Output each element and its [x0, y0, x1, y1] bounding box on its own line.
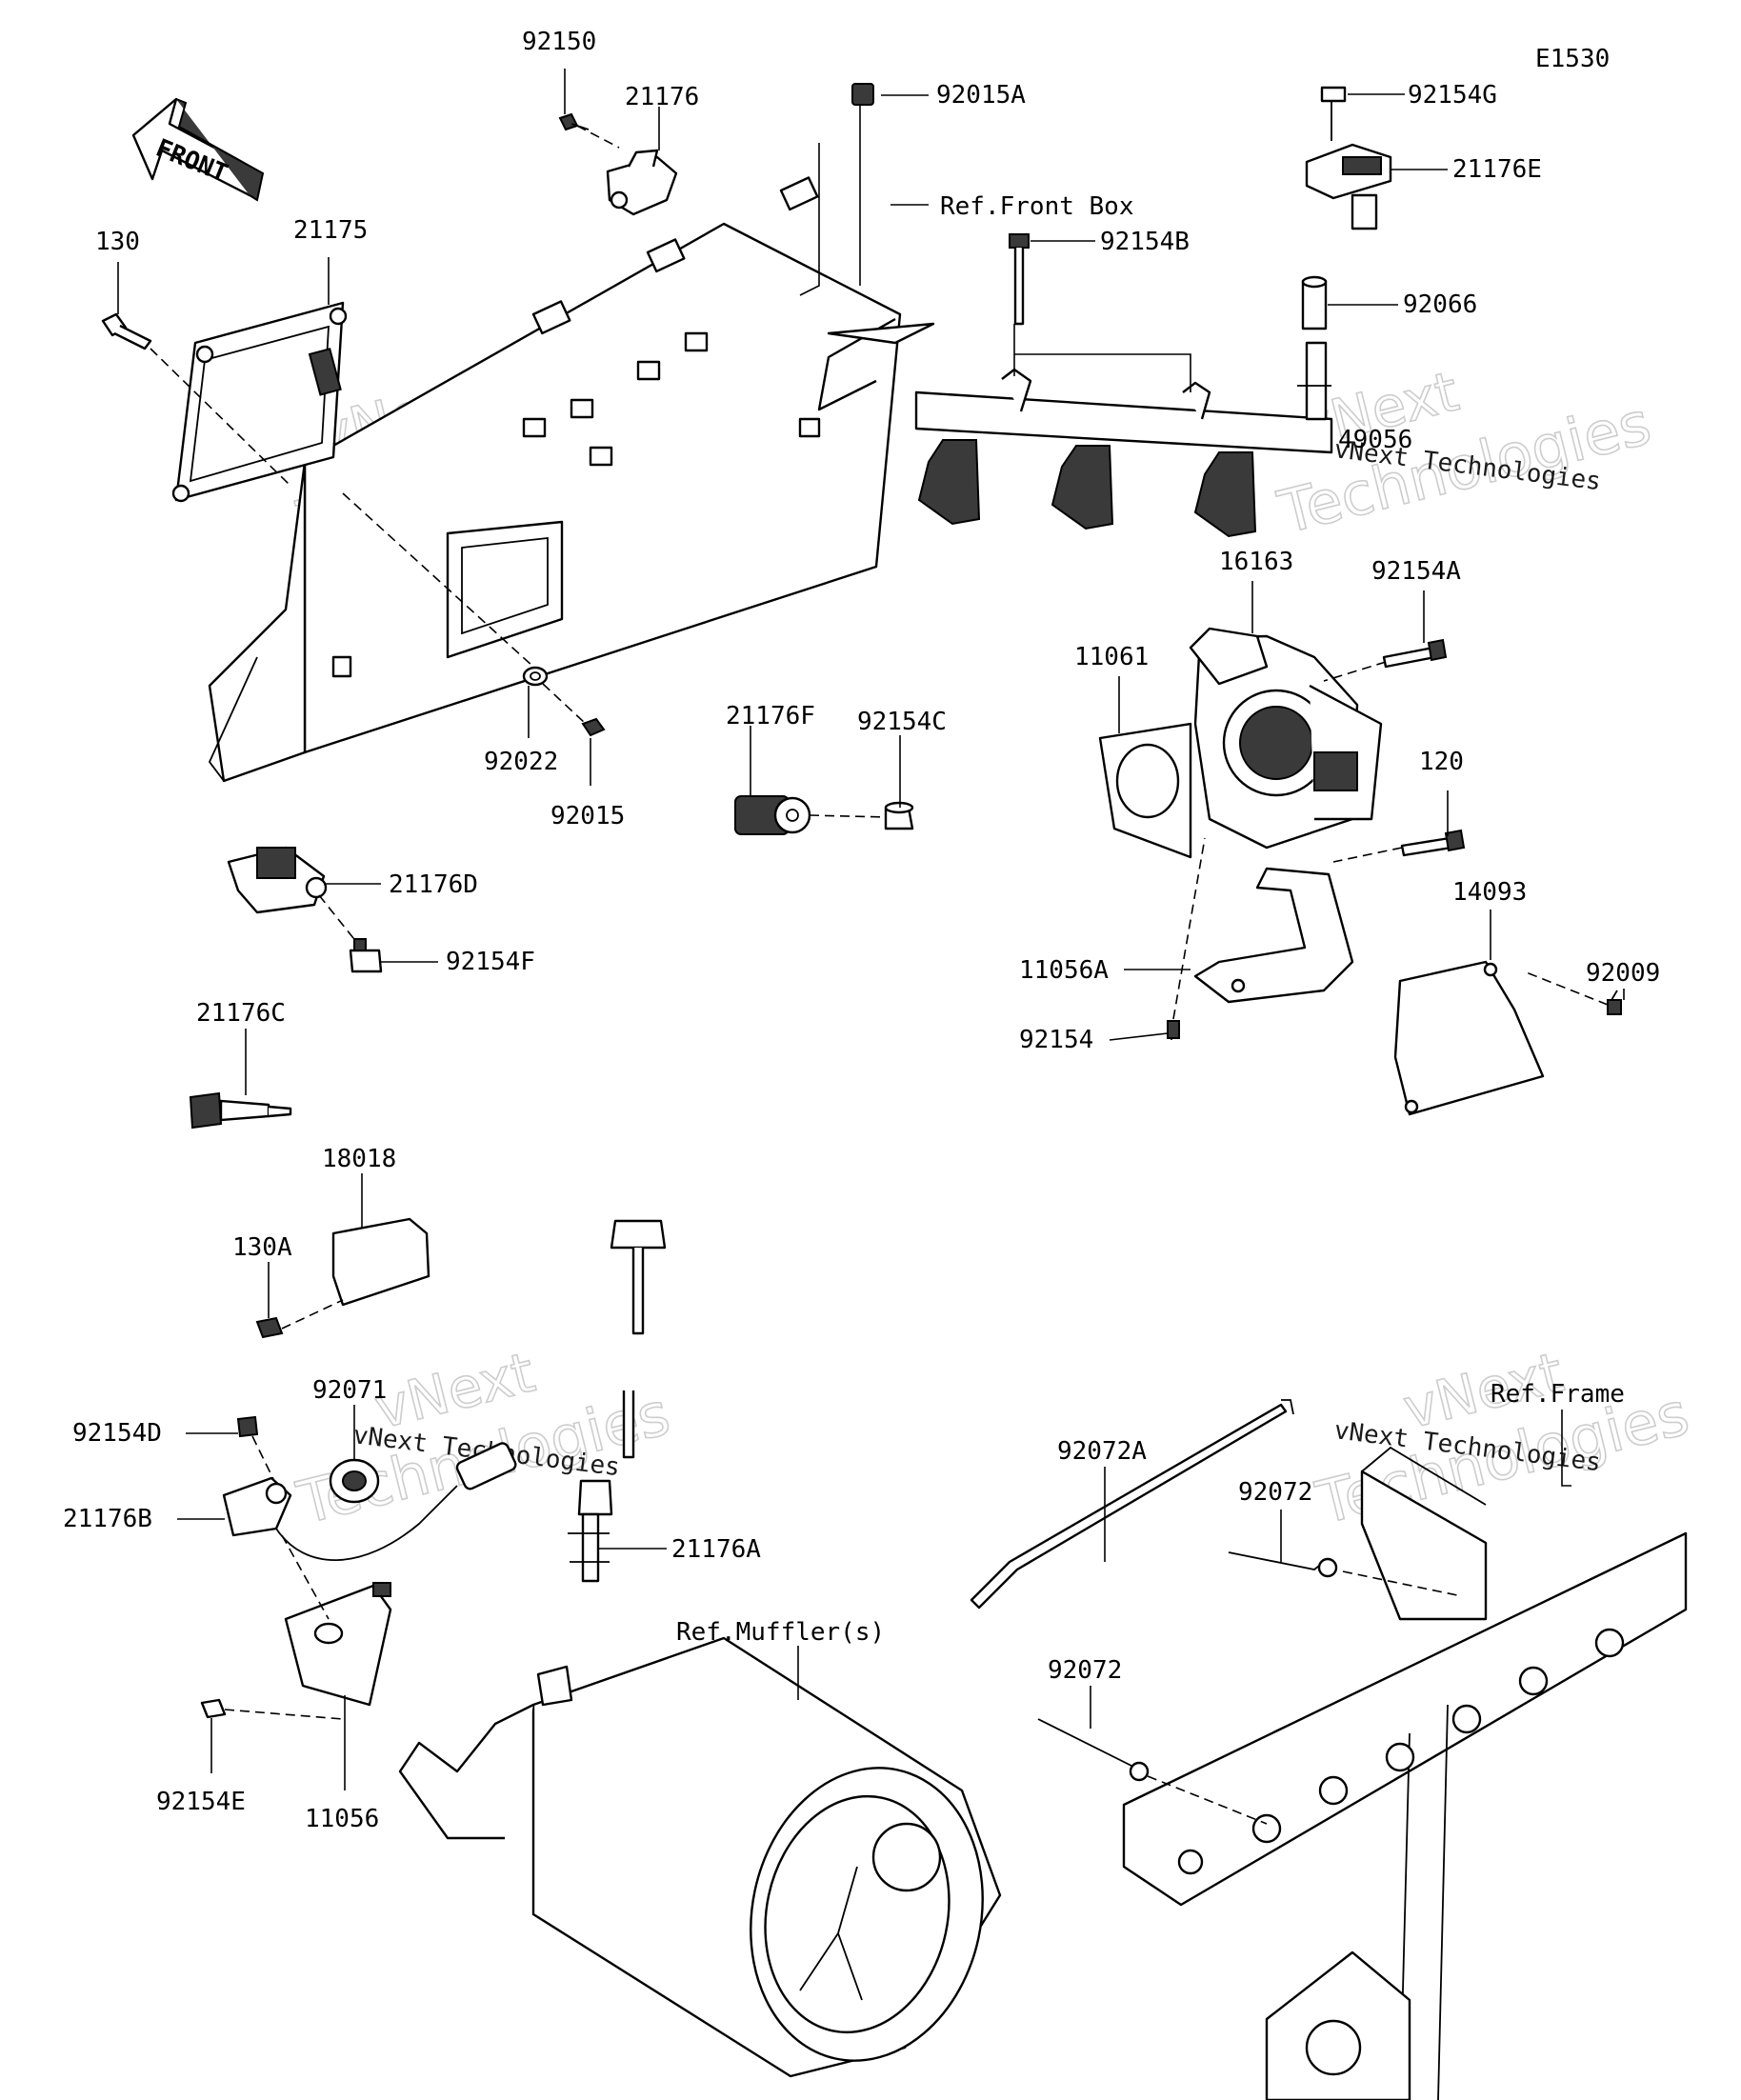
cable-tie-92072A — [970, 1399, 1294, 1610]
sensor-21176A — [568, 1219, 667, 1583]
cap-92066 — [1301, 275, 1328, 330]
bolt-130 — [101, 312, 152, 350]
part-label: 92154F — [446, 948, 535, 976]
ecu-21175 — [171, 301, 348, 503]
bolt-92150 — [558, 112, 590, 131]
sensor-21176C — [189, 1091, 292, 1130]
part-label: 130A — [232, 1233, 292, 1262]
part-label: 21176A — [671, 1535, 761, 1564]
leader-lines — [117, 69, 1625, 1825]
part-label: 11056 — [305, 1805, 379, 1833]
part-label: 92072A — [1057, 1437, 1147, 1466]
part-label: 21176 — [625, 83, 699, 111]
part-label: 21176C — [196, 999, 286, 1028]
frame — [1122, 1446, 1688, 2100]
part-label: 92154D — [72, 1419, 162, 1448]
part-label: 92150 — [522, 28, 596, 56]
part-label: 92071 — [312, 1376, 387, 1405]
fuel-rail-49056 — [914, 341, 1333, 538]
bolt-92154 — [1167, 1020, 1180, 1039]
part-labels: 92150 21176 92015A 92154G 21176E 92154B … — [63, 28, 1660, 1833]
part-label: 92154 — [1019, 1026, 1093, 1054]
sensor-21176B — [222, 1442, 517, 1562]
sensor-21176E — [1305, 143, 1392, 230]
diagram-code: E1530 — [1535, 45, 1610, 73]
bolt-92154A — [1382, 638, 1448, 669]
ref-front-box-label: Ref.Front Box — [940, 192, 1134, 221]
bolt-92009 — [1607, 990, 1622, 1015]
part-label: 130 — [95, 228, 140, 256]
bolt-92154E — [200, 1698, 227, 1719]
bracket-11056 — [284, 1582, 392, 1707]
bolt-120 — [1400, 829, 1466, 857]
part-label: 21176D — [389, 870, 478, 899]
bolt-92154C — [884, 801, 914, 830]
part-label: 21176E — [1452, 155, 1542, 184]
muffler — [398, 1636, 1002, 2078]
part-label: 92072 — [1048, 1656, 1122, 1685]
part-label: 49056 — [1338, 426, 1412, 454]
cover-14093 — [1393, 960, 1545, 1116]
gasket-11061 — [1098, 722, 1192, 859]
front-arrow-icon: FRONT — [131, 97, 265, 202]
part-label: 92022 — [484, 748, 558, 776]
nut-92015 — [581, 717, 606, 737]
front-box — [208, 176, 935, 783]
bolt-130A — [255, 1316, 284, 1339]
part-label: 18018 — [322, 1145, 396, 1173]
sensor-21176F — [734, 795, 811, 835]
part-label: 21176B — [63, 1505, 152, 1533]
part-label: 92154C — [857, 708, 947, 736]
sensor-21176 — [606, 149, 678, 216]
ref-muffler-label: Ref.Muffler(s) — [676, 1618, 885, 1647]
part-label: 92154A — [1371, 557, 1461, 586]
part-label: 120 — [1419, 748, 1464, 776]
clip-92015A — [851, 83, 874, 106]
part-label: 16163 — [1219, 548, 1293, 576]
bolt-92154D — [236, 1415, 259, 1438]
part-label: 92072 — [1238, 1478, 1312, 1507]
bolt-92154F — [349, 938, 383, 973]
grommet-92071 — [329, 1458, 380, 1504]
part-label: 92154B — [1100, 228, 1190, 256]
ref-frame-label: Ref.Frame — [1491, 1380, 1625, 1409]
cable-tie-92072 — [1037, 1718, 1150, 1782]
part-label: 14093 — [1452, 878, 1527, 907]
part-label: 92015 — [550, 802, 625, 830]
part-label: 21175 — [293, 216, 368, 245]
part-label: 11061 — [1074, 643, 1149, 671]
part-label: 92009 — [1586, 959, 1660, 988]
part-label: 11056A — [1019, 956, 1109, 985]
throttle-body-16163 — [1189, 627, 1383, 850]
part-label: 21176F — [726, 702, 815, 730]
washer-92022 — [522, 666, 549, 687]
bracket-18018 — [331, 1217, 430, 1307]
part-label: 92154G — [1408, 81, 1497, 110]
part-label: 92066 — [1403, 290, 1477, 319]
bolt-92154B — [1009, 233, 1030, 326]
cable-tie-92072 — [1228, 1551, 1338, 1578]
part-label: 92154E — [156, 1788, 246, 1816]
sensor-21176D — [227, 846, 328, 914]
bolt-92154G — [1320, 86, 1347, 141]
part-label: 92015A — [936, 81, 1026, 110]
bracket-11056A — [1193, 867, 1354, 1004]
